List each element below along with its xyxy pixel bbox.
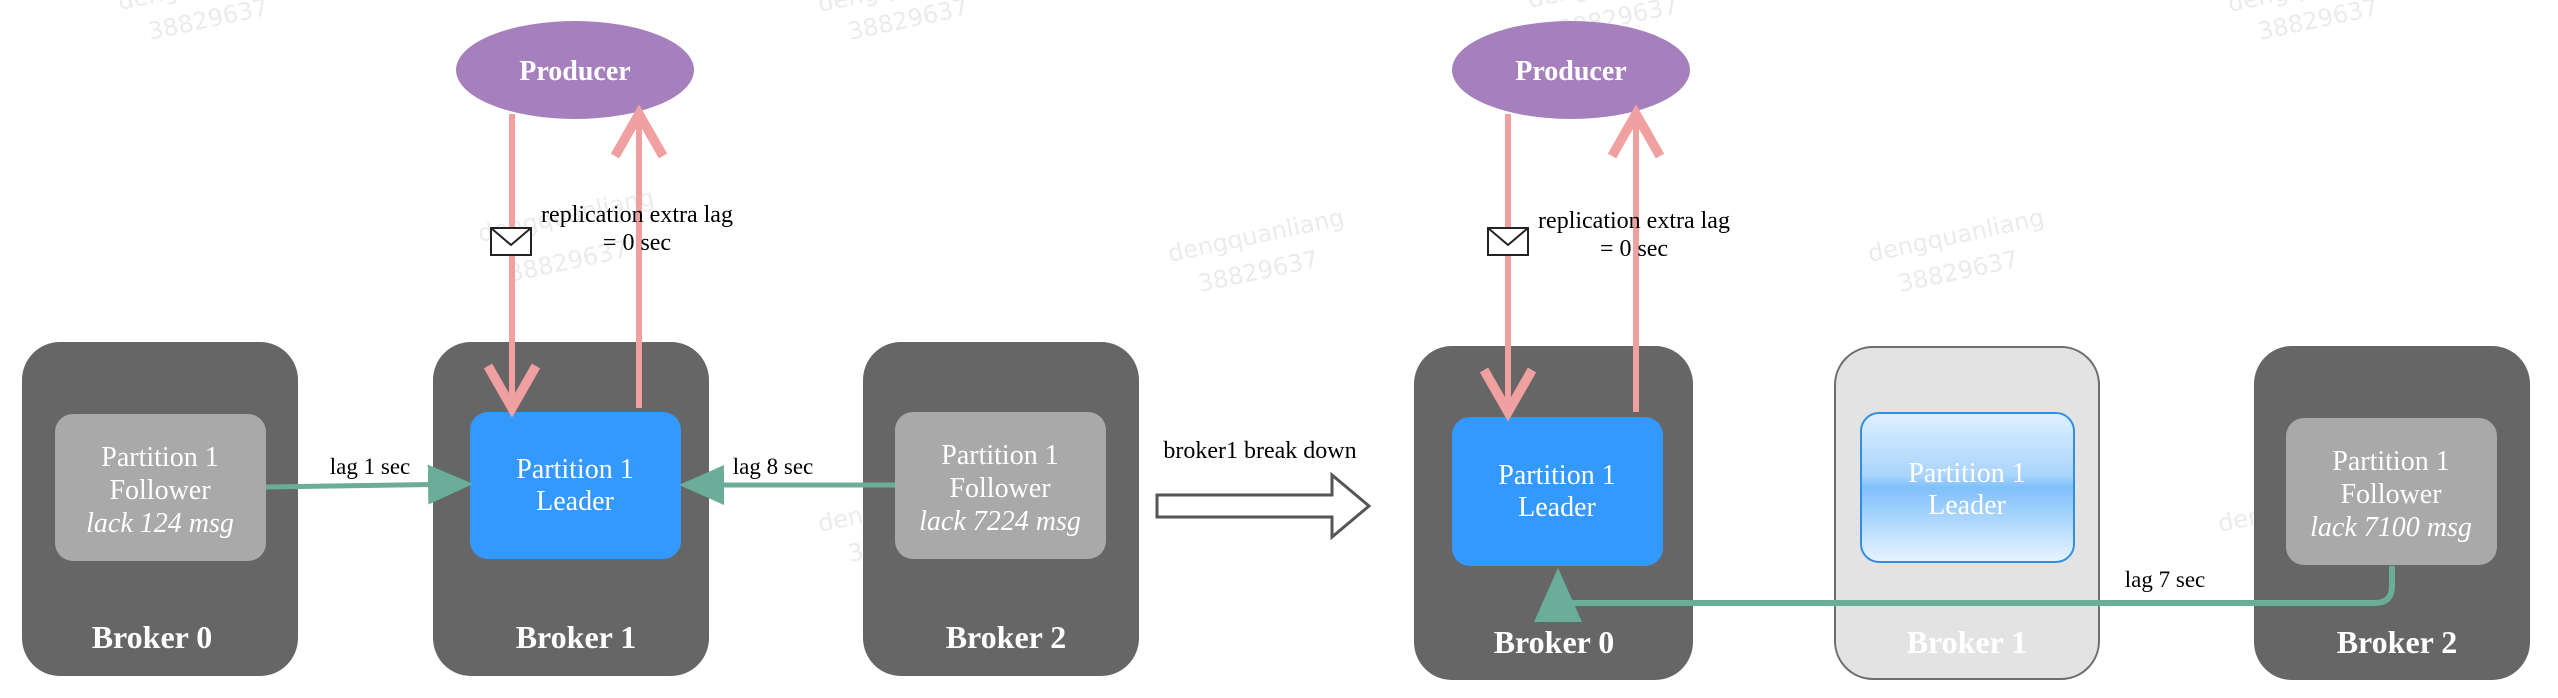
- broker-name-down: Broker 1: [1907, 624, 2028, 660]
- partition-label: Partition 1: [2332, 446, 2449, 477]
- lag-label: lag 1 sec: [330, 454, 410, 479]
- message-icon: [490, 227, 532, 256]
- partition-lack: lack 124 msg: [86, 508, 234, 539]
- partition-label: Partition 1: [941, 440, 1058, 471]
- broker-name: Broker 1: [516, 619, 637, 655]
- partition-label: Partition 1: [1908, 458, 2025, 489]
- partition-role: Follower: [949, 473, 1051, 504]
- partition-follower-box: [55, 414, 266, 561]
- partition-leader-box-down: [1860, 412, 2075, 563]
- replication-note: = 0 sec: [1600, 236, 1668, 262]
- partition-role: Leader: [1518, 492, 1596, 523]
- partition-leader-box: [1452, 417, 1663, 566]
- after-scenario: Partition 1 Leader Partition 1 Leader Pa…: [1414, 21, 2530, 680]
- lag-label: lag 7 sec: [2125, 567, 2205, 592]
- broker-name: Broker 2: [946, 619, 1067, 655]
- replication-arrow: [1534, 566, 2395, 622]
- replication-note: replication extra lag: [541, 202, 733, 228]
- before-scenario: Partition 1 Follower lack 124 msg Partit…: [22, 21, 1139, 676]
- broker-name: Broker 0: [1494, 624, 1615, 660]
- partition-follower-box: [2286, 418, 2497, 565]
- partition-role: Follower: [2340, 479, 2442, 510]
- producer-label: Producer: [1515, 56, 1626, 87]
- producer-node: [1452, 21, 1690, 119]
- partition-lack: lack 7224 msg: [919, 506, 1081, 537]
- producer-label: Producer: [519, 56, 630, 87]
- message-icon: [1487, 227, 1529, 256]
- watermark: 38829637: [145, 0, 270, 46]
- partition-lack: lack 7100 msg: [2310, 512, 2472, 543]
- partition-label: Partition 1: [101, 442, 218, 473]
- partition-label: Partition 1: [1498, 460, 1615, 491]
- partition-leader-box: [470, 412, 681, 559]
- partition-role: Leader: [536, 486, 614, 517]
- transition-label: broker1 break down: [1163, 438, 1356, 464]
- partition-role: Follower: [109, 475, 211, 506]
- replication-note: replication extra lag: [1538, 208, 1730, 234]
- broker-name: Broker 2: [2337, 624, 2458, 660]
- partition-follower-box: [895, 412, 1106, 559]
- lag-label: lag 8 sec: [733, 454, 813, 479]
- transition: broker1 break down: [1155, 438, 1372, 541]
- partition-label: Partition 1: [516, 454, 633, 485]
- producer-node: [456, 21, 694, 119]
- replication-arrow: [265, 464, 473, 505]
- broker-name: Broker 0: [92, 619, 213, 655]
- transition-arrow: [1155, 471, 1372, 541]
- partition-role: Leader: [1928, 490, 2006, 521]
- replication-note: = 0 sec: [603, 230, 671, 256]
